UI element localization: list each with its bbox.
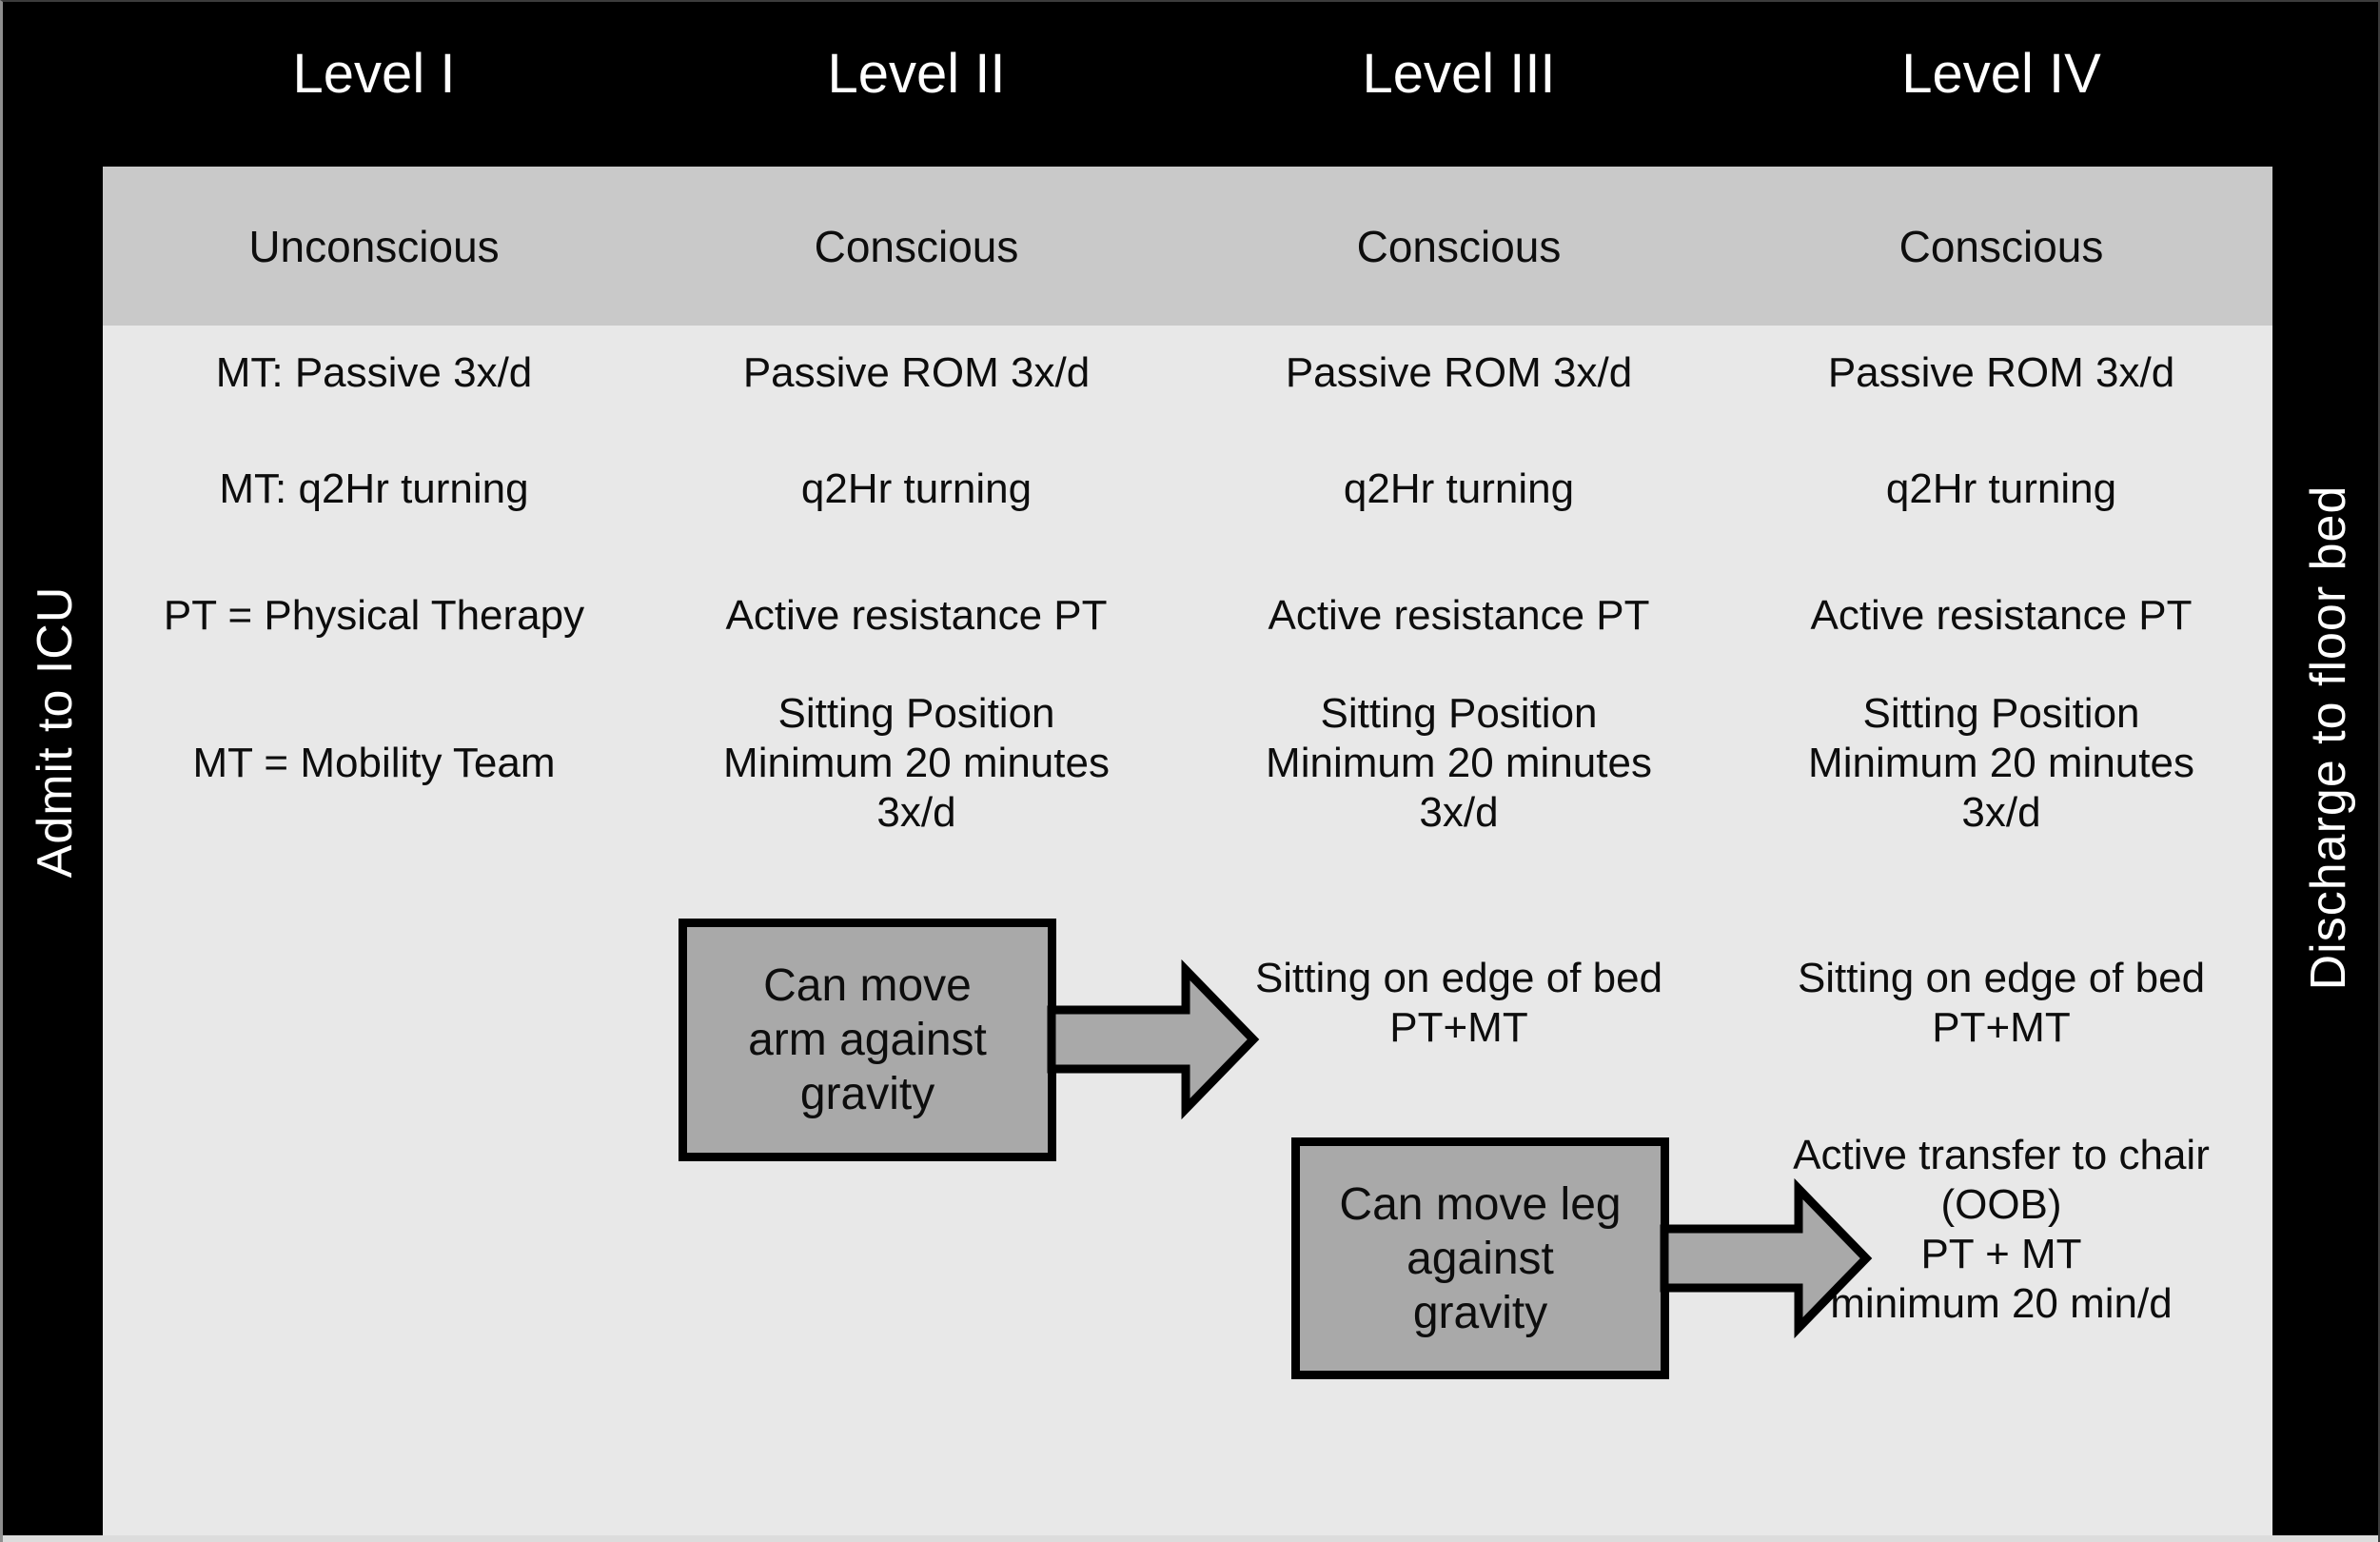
legend-pt-definition: PT = Physical Therapy xyxy=(163,592,585,639)
level-4-state: Conscious xyxy=(1898,221,2104,271)
level-3-row-edge-of-bed: Sitting on edge of bed PT+MT xyxy=(1254,955,1663,1051)
level-4-header: Level IV xyxy=(1901,43,2101,105)
level-2-row-turning: q2Hr turning xyxy=(800,465,1033,512)
level-2-state: Conscious xyxy=(814,221,1019,271)
level-2-row-resistance: Active resistance PT xyxy=(725,592,1108,639)
leg-criteria-arrow-right-icon xyxy=(1660,1177,1873,1339)
level-4-row-turning: q2Hr turning xyxy=(1885,465,2117,512)
leg-gravity-criteria-box: Can move leg against gravity xyxy=(1291,1137,1669,1379)
level-3-state: Conscious xyxy=(1356,221,1562,271)
level-2-header: Level II xyxy=(827,43,1006,105)
level-2-row-passive: Passive ROM 3x/d xyxy=(742,349,1091,396)
level-4-row-transfer-to-chair: Active transfer to chair (OOB) PT + MT m… xyxy=(1793,1132,2210,1327)
arm-criteria-arrow-right-icon xyxy=(1047,959,1260,1120)
level-4-row-passive: Passive ROM 3x/d xyxy=(1827,349,2175,396)
level-3-row-sitting-position: Sitting Position Minimum 20 minutes 3x/d xyxy=(1266,690,1652,836)
bottom-edge-line xyxy=(3,1535,2378,1542)
level-4-row-sitting-position: Sitting Position Minimum 20 minutes 3x/d xyxy=(1808,690,2194,836)
level-1-header: Level I xyxy=(292,43,456,105)
level-3-row-passive: Passive ROM 3x/d xyxy=(1285,349,1633,396)
level-1-row-turning: MT: q2Hr turning xyxy=(219,465,529,512)
arm-gravity-criteria-box: Can move arm against gravity xyxy=(679,919,1056,1161)
consciousness-band: Unconscious Conscious Conscious Consciou… xyxy=(103,167,2272,326)
level-3-row-turning: q2Hr turning xyxy=(1343,465,1575,512)
level-1-row-passive: MT: Passive 3x/d xyxy=(215,349,533,396)
level-2-row-sitting-position: Sitting Position Minimum 20 minutes 3x/d xyxy=(723,690,1110,836)
level-3-row-resistance: Active resistance PT xyxy=(1268,592,1650,639)
protocol-body-area xyxy=(103,326,2272,1537)
legend-mt-definition: MT = Mobility Team xyxy=(192,740,556,786)
level-1-state: Unconscious xyxy=(248,221,500,271)
level-3-header: Level III xyxy=(1362,43,1556,105)
discharge-to-floor-bed-label: Discharge to floor bed xyxy=(2301,484,2356,991)
level-4-row-resistance: Active resistance PT xyxy=(1810,592,2193,639)
admit-to-icu-label: Admit to ICU xyxy=(28,585,83,879)
level-4-row-edge-of-bed: Sitting on edge of bed PT+MT xyxy=(1797,955,2206,1051)
